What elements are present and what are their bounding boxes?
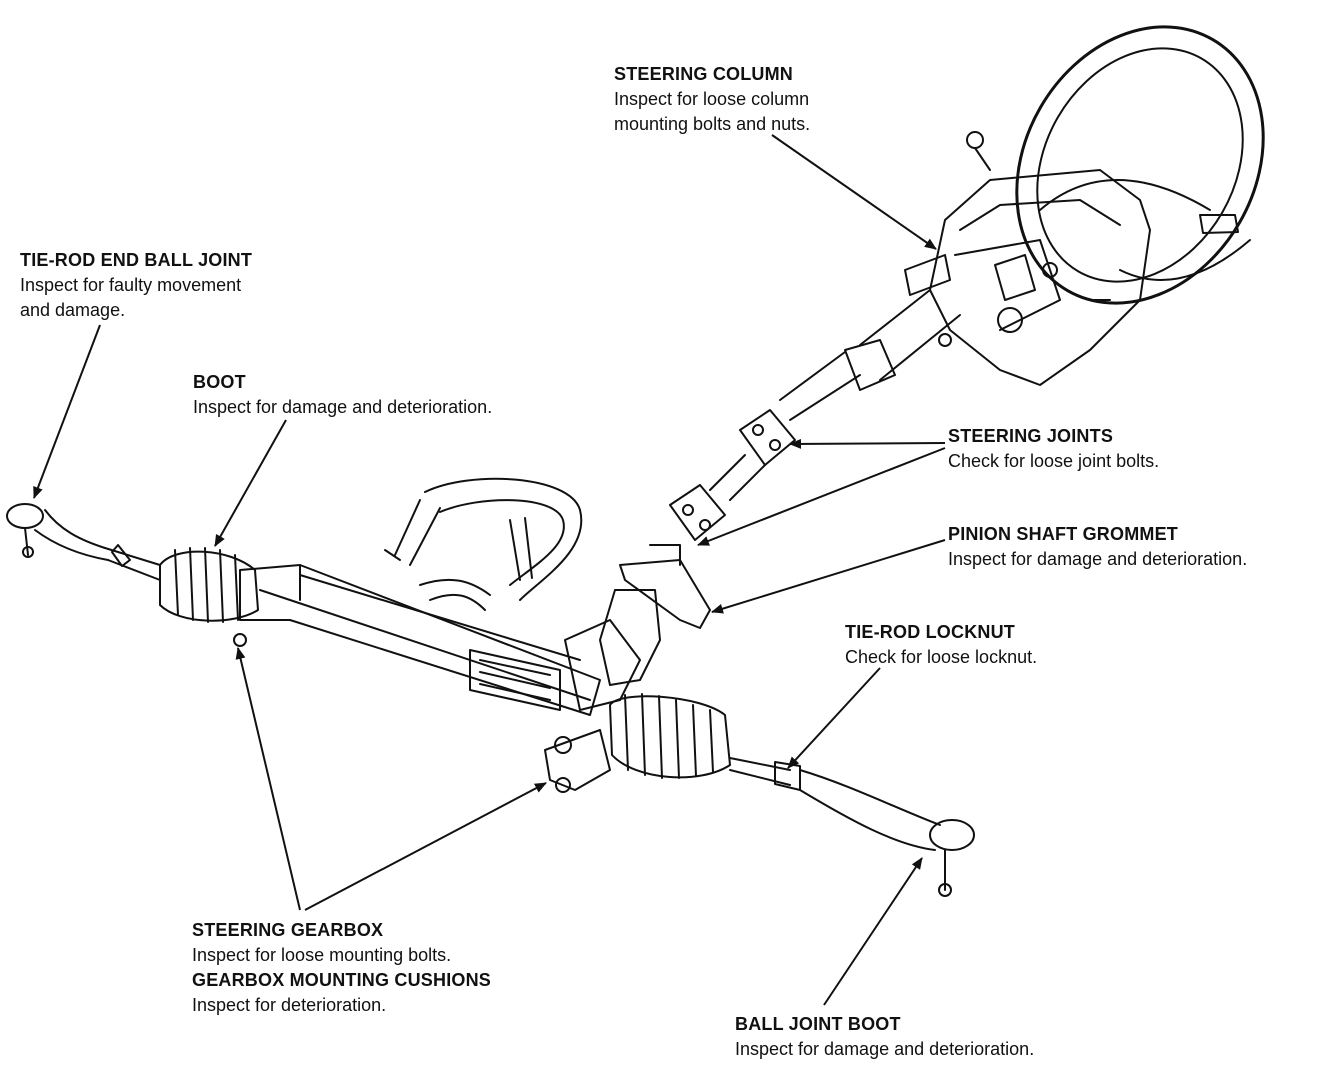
pinion-housing bbox=[544, 589, 661, 793]
callout-tie-rod-end-ball-joint: TIE-ROD END BALL JOINT Inspect for fault… bbox=[20, 248, 252, 323]
callout-steering-column: STEERING COLUMN Inspect for loose column… bbox=[614, 62, 810, 137]
callout-desc: Inspect for loose mounting bolts. bbox=[192, 945, 452, 965]
callout-desc: Inspect for loose column mounting bolts … bbox=[614, 89, 811, 134]
callout-pinion-shaft-grommet: PINION SHAFT GROMMET Inspect for damage … bbox=[948, 522, 1247, 572]
callout-title: TIE-ROD LOCKNUT bbox=[845, 622, 1015, 642]
leader-tie-rod-end bbox=[33, 324, 101, 499]
callout-title: TIE-ROD END BALL JOINT bbox=[20, 250, 253, 270]
steering-column-housing bbox=[904, 169, 1151, 386]
callout-desc: Inspect for deterioration. bbox=[192, 995, 387, 1015]
callout-steering-joints: STEERING JOINTS Check for loose joint bo… bbox=[948, 424, 1159, 474]
right-boot bbox=[609, 693, 731, 779]
pinion-shaft-grommet bbox=[619, 544, 711, 629]
intermediate-shaft bbox=[669, 409, 796, 541]
callout-desc: Inspect for damage and deterioration. bbox=[193, 397, 493, 417]
callout-title: BOOT bbox=[193, 372, 246, 392]
left-boot bbox=[159, 547, 259, 623]
leader-tie-rod-locknut bbox=[787, 667, 881, 769]
callout-boot: BOOT Inspect for damage and deterioratio… bbox=[193, 370, 492, 420]
steering-wheel bbox=[966, 25, 1265, 305]
leader-gearbox-mount bbox=[304, 782, 547, 911]
column-shaft bbox=[779, 289, 961, 421]
callout-ball-joint-boot: BALL JOINT BOOT Inspect for damage and d… bbox=[735, 1012, 1034, 1062]
callout-title: STEERING COLUMN bbox=[614, 64, 794, 84]
callout-desc: Check for loose locknut. bbox=[845, 647, 1038, 667]
callout-desc: Inspect for damage and deterioration. bbox=[948, 549, 1248, 569]
hoses bbox=[384, 477, 583, 611]
callout-steering-gearbox: STEERING GEARBOX Inspect for loose mount… bbox=[192, 918, 491, 1018]
leader-steering-joint-upper bbox=[789, 438, 946, 449]
right-tie-rod bbox=[729, 757, 975, 897]
callout-title: STEERING GEARBOX bbox=[192, 920, 384, 940]
leader-ball-joint-boot bbox=[823, 857, 923, 1006]
leader-gearbox-cushion bbox=[235, 647, 301, 911]
leader-pinion-grommet bbox=[711, 539, 946, 614]
callout-desc: Inspect for faulty movement and damage. bbox=[20, 275, 242, 320]
callout-tie-rod-locknut: TIE-ROD LOCKNUT Check for loose locknut. bbox=[845, 620, 1037, 670]
callout-desc: Check for loose joint bolts. bbox=[948, 451, 1160, 471]
callout-title: GEARBOX MOUNTING CUSHIONS bbox=[192, 970, 492, 990]
leader-steering-column bbox=[771, 134, 937, 250]
callout-title: BALL JOINT BOOT bbox=[735, 1014, 901, 1034]
leader-steering-joint-lower bbox=[697, 447, 946, 546]
callout-title: STEERING JOINTS bbox=[948, 426, 1114, 446]
left-tie-rod bbox=[6, 503, 161, 581]
callout-title: PINION SHAFT GROMMET bbox=[948, 524, 1178, 544]
callout-desc: Inspect for damage and deterioration. bbox=[735, 1039, 1035, 1059]
rack-housing bbox=[233, 564, 601, 716]
leader-boot bbox=[214, 419, 287, 547]
